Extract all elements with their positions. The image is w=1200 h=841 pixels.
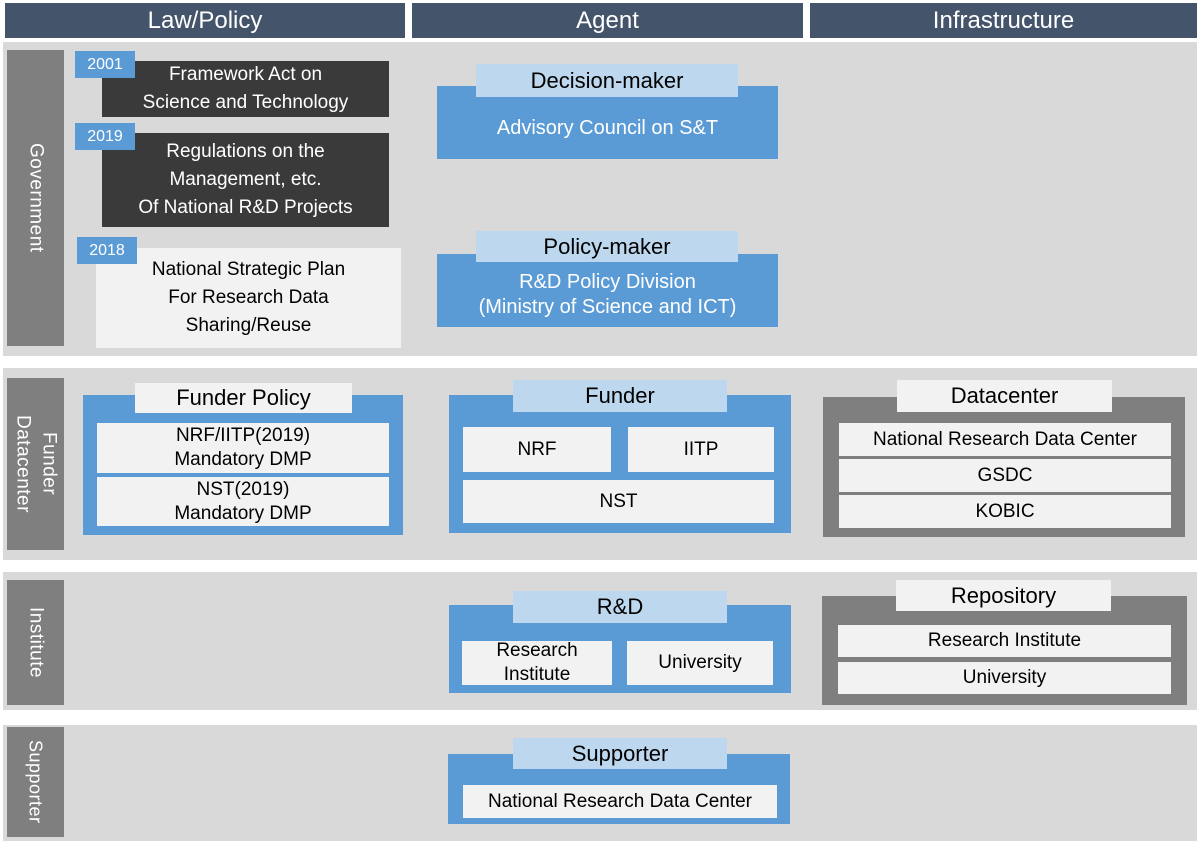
datacenter-item-kobic: KOBIC bbox=[839, 495, 1171, 528]
datacenter-item-nrdc: National Research Data Center bbox=[839, 423, 1171, 456]
column-header-law-policy: Law/Policy bbox=[5, 3, 405, 38]
repository-item-research-institute: Research Institute bbox=[838, 625, 1171, 657]
row-label-supporter-text: Supporter bbox=[25, 740, 46, 824]
policy-maker-tab: Policy-maker bbox=[476, 231, 738, 262]
datacenter-item-gsdc: GSDC bbox=[839, 459, 1171, 492]
column-header-agent-label: Agent bbox=[576, 6, 639, 34]
policy-maker-box bbox=[437, 254, 778, 327]
repository-tab: Repository bbox=[896, 580, 1111, 611]
funder-policy-tab: Funder Policy bbox=[135, 383, 352, 413]
year-tag-2001: 2001 bbox=[75, 51, 135, 78]
rnd-item-research-institute: Research Institute bbox=[462, 640, 612, 685]
plan-national-strategic: National Strategic Plan For Research Dat… bbox=[96, 248, 401, 348]
rnd-item-university: University bbox=[627, 641, 773, 685]
funder-policy-item-nrf-iitp: NRF/IITP(2019) Mandatory DMP bbox=[97, 423, 389, 473]
row-label-funder-datacenter: Funder Datacenter bbox=[7, 378, 64, 550]
policy-maker-body: R&D Policy Division (Ministry of Science… bbox=[478, 270, 737, 318]
year-tag-2018: 2018 bbox=[77, 237, 137, 264]
rnd-tab: R&D bbox=[513, 591, 727, 623]
row-label-supporter: Supporter bbox=[7, 727, 64, 837]
funder-policy-item-nst: NST(2019) Mandatory DMP bbox=[97, 477, 389, 526]
law-regulations-national-rnd: Regulations on the Management, etc. Of N… bbox=[102, 133, 389, 227]
datacenter-tab: Datacenter bbox=[897, 380, 1112, 412]
decision-maker-tab: Decision-maker bbox=[476, 64, 738, 97]
row-label-institute: Institute bbox=[7, 580, 64, 705]
decision-maker-body: Advisory Council on S&T bbox=[496, 116, 719, 139]
supporter-item-nrdc: National Research Data Center bbox=[463, 785, 777, 818]
column-header-law-policy-label: Law/Policy bbox=[147, 6, 263, 34]
supporter-tab: Supporter bbox=[513, 738, 727, 769]
law-framework-act: Framework Act on Science and Technology bbox=[102, 61, 389, 117]
column-header-infrastructure-label: Infrastructure bbox=[932, 6, 1075, 34]
row-label-funder-datacenter-text: Funder Datacenter bbox=[12, 415, 60, 513]
funder-item-nrf: NRF bbox=[463, 427, 611, 472]
repository-item-university: University bbox=[838, 662, 1171, 694]
column-header-agent: Agent bbox=[412, 3, 803, 38]
decision-maker-box bbox=[437, 86, 778, 159]
column-header-infrastructure: Infrastructure bbox=[810, 3, 1197, 38]
year-tag-2019: 2019 bbox=[75, 123, 135, 150]
row-label-government: Government bbox=[7, 50, 64, 346]
row-label-government-text: Government bbox=[25, 143, 47, 253]
funder-item-nst: NST bbox=[463, 480, 774, 523]
row-label-institute-text: Institute bbox=[25, 606, 47, 679]
funder-item-iitp: IITP bbox=[628, 427, 774, 472]
funder-tab: Funder bbox=[513, 380, 727, 412]
